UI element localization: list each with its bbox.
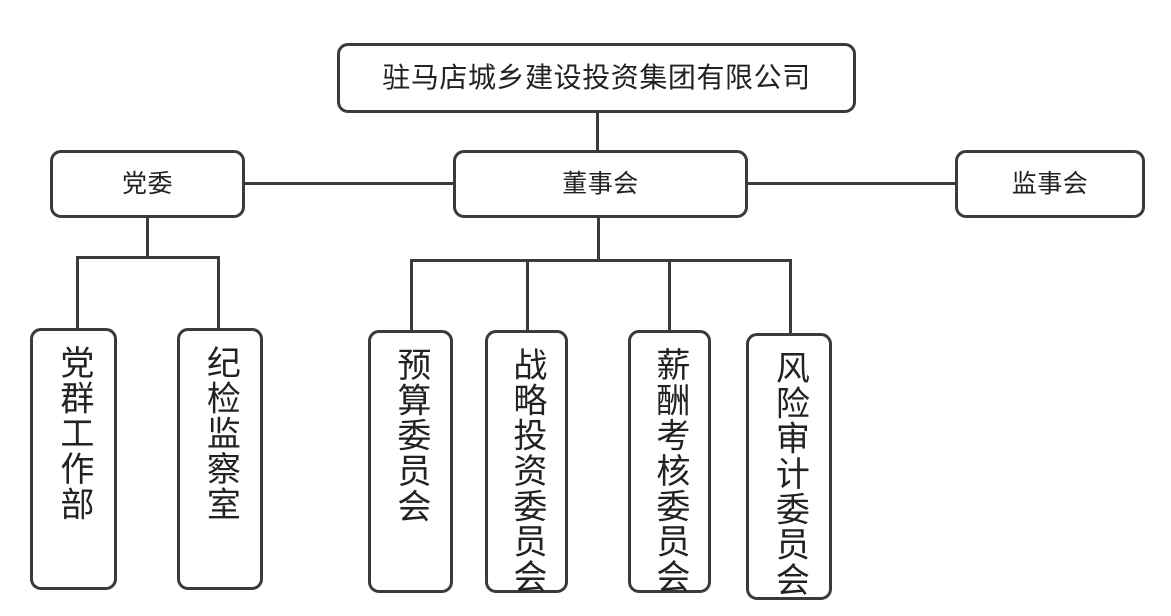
connector-party-drop-1 (76, 256, 79, 330)
node-risk-audit-committee-label: 风险审计委员会 (769, 350, 810, 598)
connector-board-drop-2 (526, 259, 529, 332)
node-party-committee-label: 党委 (121, 169, 173, 199)
connector-root-to-board (596, 113, 599, 150)
node-budget-committee-label: 预算委员会 (390, 347, 431, 524)
node-party-committee[interactable]: 党委 (50, 150, 245, 218)
node-discipline-inspection-office-label: 纪检监察室 (200, 345, 241, 522)
node-party-mass-work-department[interactable]: 党群工作部 (30, 328, 117, 590)
node-compensation-assessment-committee[interactable]: 薪酬考核委员会 (628, 330, 711, 595)
connector-board-drop-1 (410, 259, 413, 332)
node-party-mass-work-department-label: 党群工作部 (53, 345, 94, 522)
connector-board-stem (597, 218, 600, 262)
node-strategic-investment-committee-label: 战略投资委员会 (506, 347, 547, 595)
node-board-of-directors-label: 董事会 (562, 169, 639, 199)
node-discipline-inspection-office[interactable]: 纪检监察室 (177, 328, 263, 590)
connector-party-bus (76, 256, 220, 259)
connector-board-bus (410, 259, 792, 262)
node-board-of-supervisors-label: 监事会 (1011, 169, 1089, 199)
node-risk-audit-committee[interactable]: 风险审计委员会 (746, 333, 832, 600)
node-root-company-label: 驻马店城乡建设投资集团有限公司 (382, 60, 811, 94)
node-strategic-investment-committee[interactable]: 战略投资委员会 (485, 330, 568, 595)
connector-party-drop-2 (217, 256, 220, 330)
node-compensation-assessment-committee-label: 薪酬考核委员会 (649, 347, 690, 595)
connector-board-to-supervisors (748, 182, 955, 185)
connector-board-drop-4 (789, 259, 792, 335)
connector-party-to-board (245, 182, 453, 185)
node-root-company[interactable]: 驻马店城乡建设投资集团有限公司 (337, 43, 856, 113)
connector-board-drop-3 (668, 259, 671, 332)
connector-party-stem (146, 218, 149, 258)
node-budget-committee[interactable]: 预算委员会 (368, 330, 453, 593)
node-board-of-supervisors[interactable]: 监事会 (955, 150, 1145, 218)
node-board-of-directors[interactable]: 董事会 (453, 150, 748, 218)
